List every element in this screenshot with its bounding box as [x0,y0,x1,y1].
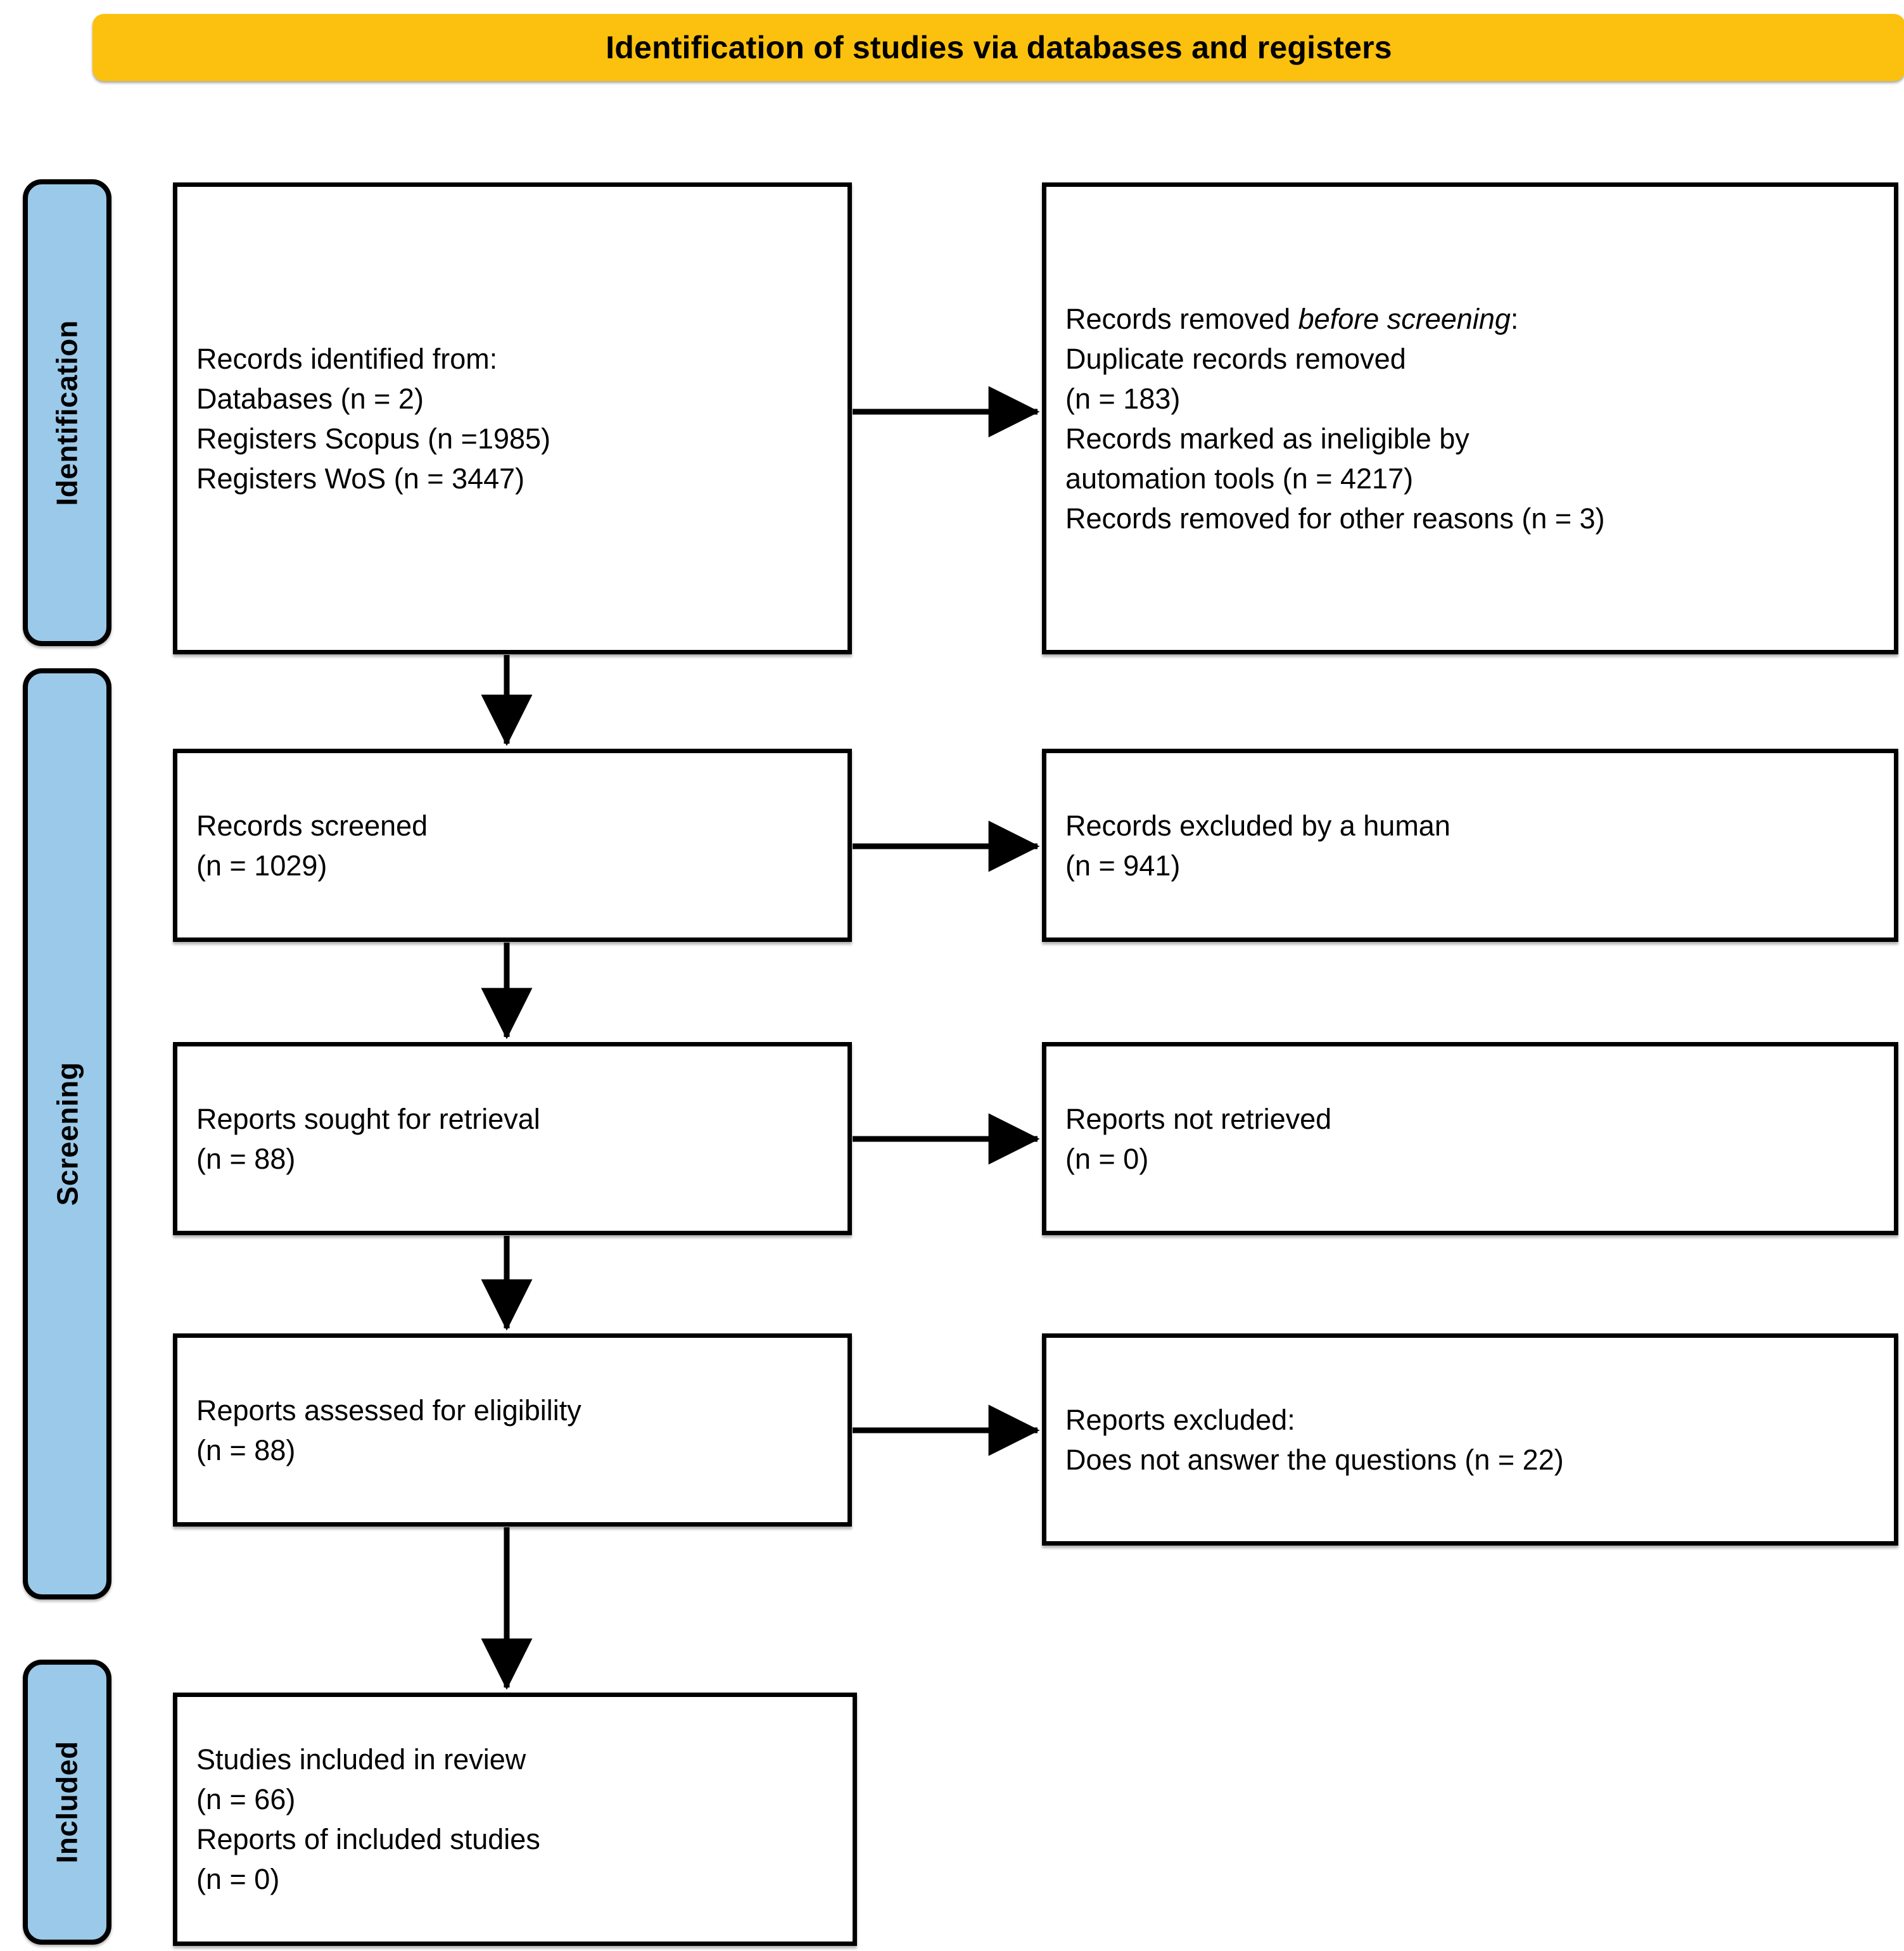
box-line: Records marked as ineligible by [1065,422,1469,455]
box-line: Records removed for other reasons (n = 3… [1065,502,1605,535]
removed-heading-prefix: Records removed [1065,302,1298,335]
box-line: Registers Scopus (n =1985) [196,422,551,455]
box-line: Studies included in review [196,1743,526,1776]
box-line: Reports assessed for eligibility [196,1394,581,1427]
box-records-excluded-by-human: Records excluded by a human (n = 941) [1042,749,1898,942]
box-line-removed-heading: Records removed before screening: [1065,299,1875,339]
removed-heading-suffix: : [1510,302,1519,335]
box-line: (n = 88) [196,1433,296,1466]
box-records-screened: Records screened (n = 1029) [173,749,852,942]
stage-label-included: Included [51,1741,84,1864]
page-title: Identification of studies via databases … [606,30,1392,65]
box-line: (n = 1029) [196,849,327,882]
box-line: (n = 183) [1065,382,1181,415]
stage-label-identification: Identification [51,319,84,506]
box-line: (n = 66) [196,1783,296,1815]
box-line: Records identified from: [196,342,498,375]
diagram-header-banner: Identification of studies via databases … [92,14,1904,81]
box-line: Reports of included studies [196,1823,540,1855]
box-line: (n = 941) [1065,849,1181,882]
box-line: (n = 0) [196,1863,280,1895]
box-line: Reports excluded: [1065,1403,1295,1436]
box-reports-not-retrieved: Reports not retrieved (n = 0) [1042,1042,1898,1235]
stage-bar-included: Included [23,1660,111,1945]
stage-bar-screening: Screening [23,668,111,1599]
stage-bar-identification: Identification [23,179,111,646]
box-studies-included-in-review: Studies included in review (n = 66) Repo… [173,1693,857,1946]
box-line: Reports sought for retrieval [196,1102,540,1135]
box-reports-sought-for-retrieval: Reports sought for retrieval (n = 88) [173,1042,852,1235]
box-line: Duplicate records removed [1065,342,1406,375]
box-line: (n = 88) [196,1142,296,1175]
box-line: automation tools (n = 4217) [1065,462,1414,495]
box-records-removed-before-screening: Records removed before screening: Duplic… [1042,182,1898,654]
box-line: Records screened [196,809,428,842]
box-reports-assessed-for-eligibility: Reports assessed for eligibility (n = 88… [173,1333,852,1527]
box-reports-excluded: Reports excluded: Does not answer the qu… [1042,1333,1898,1546]
box-line: Databases (n = 2) [196,382,424,415]
box-line: (n = 0) [1065,1142,1149,1175]
stage-label-screening: Screening [51,1062,84,1206]
box-line: Reports not retrieved [1065,1102,1332,1135]
box-line: Registers WoS (n = 3447) [196,462,525,495]
removed-heading-italic: before screening [1298,302,1511,335]
box-line: Does not answer the questions (n = 22) [1065,1443,1564,1476]
box-line: Records excluded by a human [1065,809,1450,842]
box-records-identified: Records identified from: Databases (n = … [173,182,852,654]
